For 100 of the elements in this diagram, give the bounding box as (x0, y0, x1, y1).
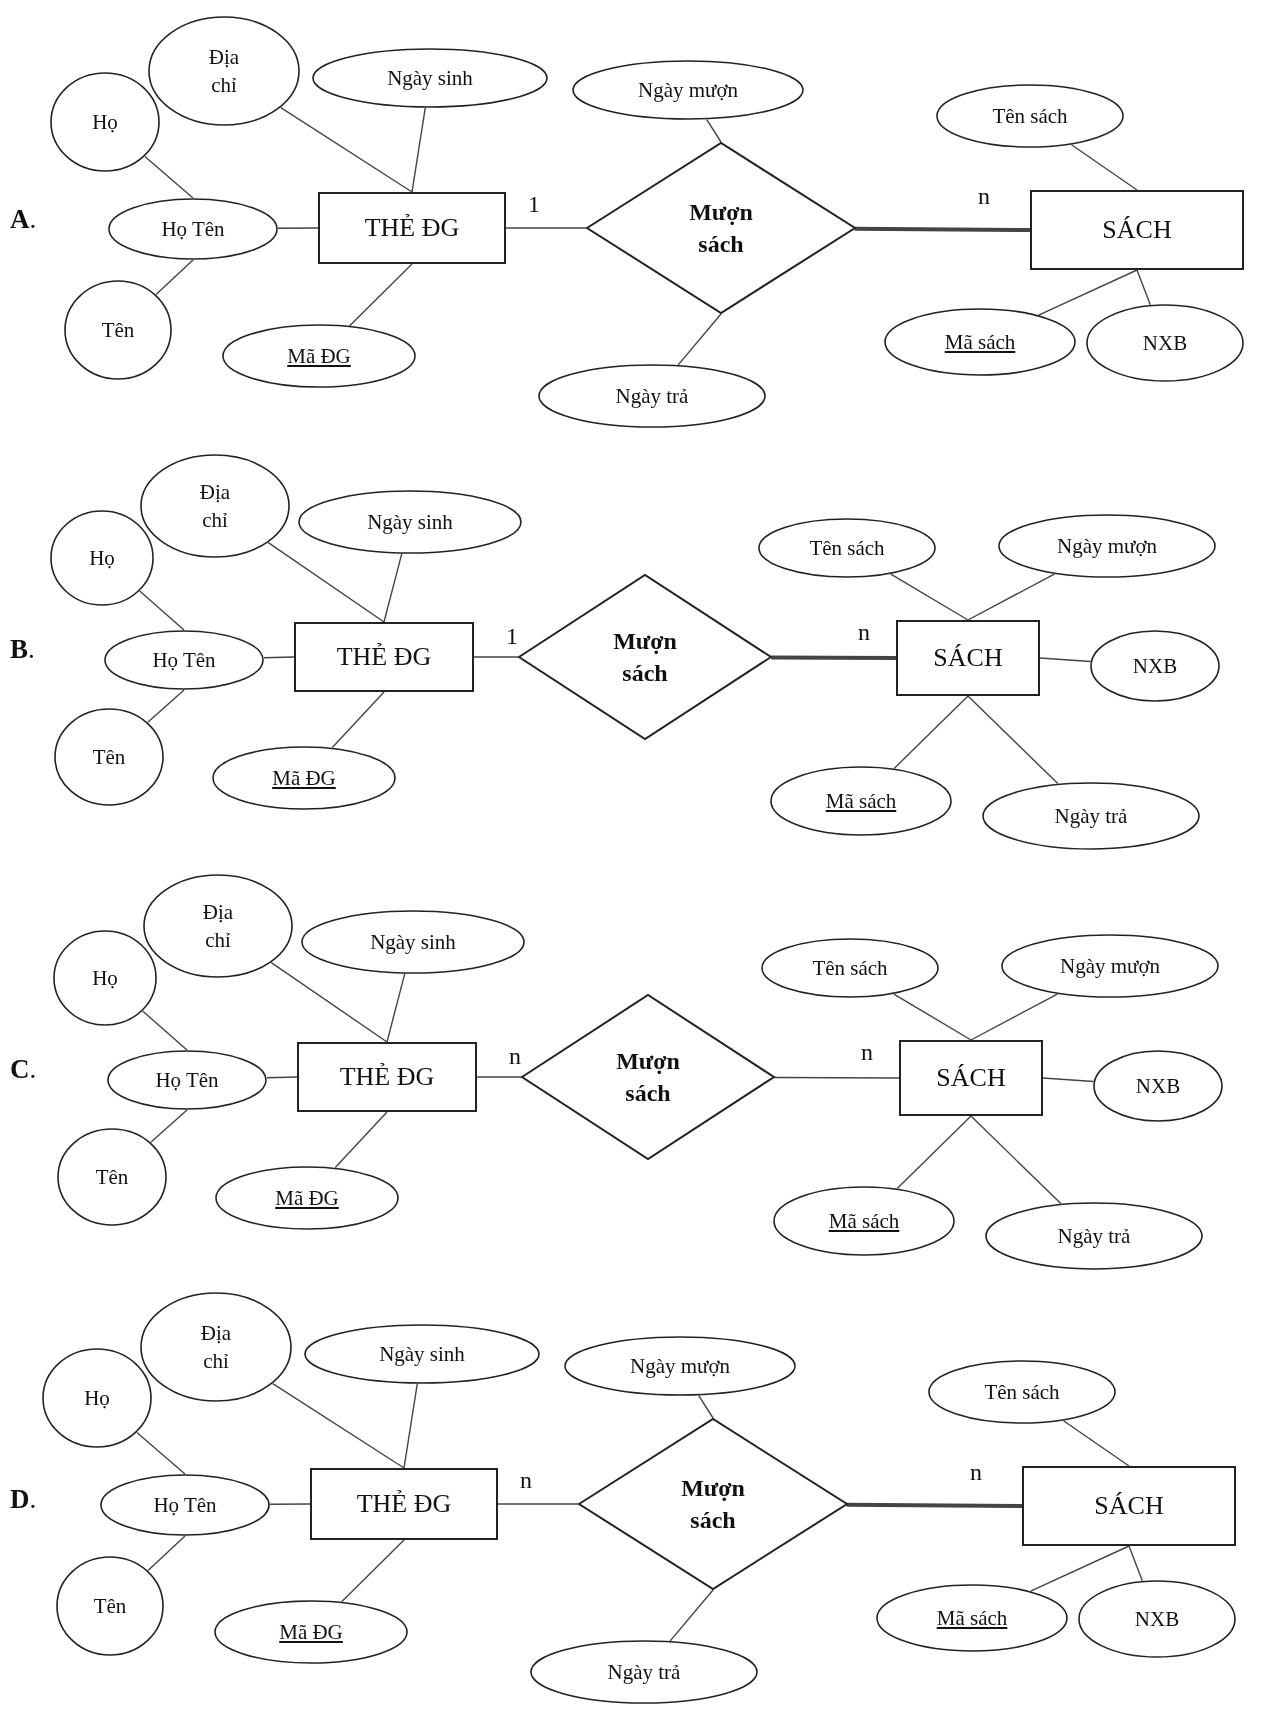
connector-line (280, 106, 413, 193)
attribute-ellipse (215, 1166, 399, 1230)
attribute-label: Mã ĐG (272, 764, 336, 792)
connector-line (277, 227, 319, 229)
connector-line (142, 1010, 188, 1051)
attribute-ellipse (104, 630, 264, 690)
attribute-ellipse (998, 514, 1216, 578)
attribute-label: Họ (92, 964, 118, 992)
attribute-label: NXB (1132, 652, 1178, 680)
attribute-ellipse (107, 1050, 267, 1110)
cardinality-label: n (509, 1044, 521, 1068)
entity-label: SÁCH (1094, 1490, 1164, 1523)
connector-line (893, 695, 969, 770)
attribute-label: Họ (92, 108, 118, 136)
connector-line (1136, 269, 1151, 306)
attribute-ellipse (212, 746, 396, 810)
attribute-label: Địa chỉ (207, 43, 241, 99)
attribute-ellipse (53, 930, 157, 1026)
attribute-label: Ngày trả (1057, 1222, 1131, 1250)
attribute-label: Mã sách (825, 787, 897, 815)
connector-line (896, 1115, 972, 1190)
attribute-label: NXB (1134, 1605, 1180, 1633)
relationship-diamond (586, 142, 856, 314)
attribute-ellipse (140, 454, 290, 558)
attribute-ellipse (1001, 934, 1219, 998)
attribute-ellipse (57, 1128, 167, 1226)
attribute-label: Ngày mượn (629, 1352, 731, 1380)
attribute-ellipse (301, 910, 525, 974)
attribute-ellipse (42, 1348, 152, 1448)
attribute-label: Ngày trả (1054, 802, 1128, 830)
attribute-label: Tên (95, 1163, 129, 1191)
attribute-ellipse (304, 1324, 540, 1384)
connector-line (136, 1431, 186, 1475)
attribute-ellipse (758, 518, 936, 578)
relationship-diamond (578, 1418, 848, 1590)
thick-connector-line (846, 1502, 1022, 1508)
connector-line (155, 259, 194, 296)
attribute-label: Ngày trả (615, 382, 689, 410)
attribute-label: Ngày mượn (1056, 532, 1158, 560)
relationship-diamond (518, 574, 772, 740)
connector-line (147, 689, 185, 723)
attribute-label: Tên sách (984, 1378, 1060, 1406)
entity-label: THẺ ĐG (336, 641, 432, 674)
attribute-ellipse (770, 766, 952, 836)
relationship-label: Mượn sách (615, 1046, 681, 1108)
relationship-label: Mượn sách (612, 626, 678, 688)
attribute-label: Địa chỉ (198, 478, 232, 534)
attribute-ellipse (140, 1292, 292, 1402)
entity-box (297, 1042, 477, 1112)
attribute-label: NXB (1142, 329, 1188, 357)
connector-line (505, 227, 587, 229)
connector-line (970, 993, 1059, 1041)
connector-line (331, 691, 385, 749)
entity-box (310, 1468, 498, 1540)
attribute-label: Mã ĐG (275, 1184, 339, 1212)
connector-line (1030, 1545, 1130, 1592)
connector-line (383, 553, 403, 623)
connector-line (272, 1382, 405, 1469)
attribute-ellipse (64, 280, 172, 380)
attribute-label: Ngày sinh (370, 928, 456, 956)
connector-line (270, 961, 388, 1043)
attribute-label: Tên (93, 1592, 127, 1620)
connector-line (1062, 1420, 1130, 1467)
attribute-label: Họ Tên (152, 646, 216, 674)
attribute-label: Ngày sinh (387, 64, 473, 92)
connector-line (970, 1115, 1062, 1205)
option-letter: B. (10, 636, 35, 663)
attribute-ellipse (312, 48, 548, 108)
connector-line (1070, 144, 1138, 191)
cardinality-label: n (978, 184, 990, 208)
thick-connector-line (854, 226, 1030, 232)
attribute-label: Tên (92, 743, 126, 771)
connector-line (890, 573, 969, 621)
attribute-label: Mã sách (828, 1207, 900, 1235)
attribute-ellipse (143, 874, 293, 978)
attribute-ellipse (982, 782, 1200, 850)
attribute-label: Họ Tên (161, 215, 225, 243)
attribute-label: Tên sách (809, 534, 885, 562)
attribute-ellipse (298, 490, 522, 554)
connector-line (669, 1589, 714, 1642)
attribute-ellipse (50, 72, 160, 172)
attribute-ellipse (928, 1360, 1116, 1424)
entity-label: THẺ ĐG (339, 1061, 435, 1094)
attribute-label: Địa chỉ (199, 1319, 233, 1375)
attribute-ellipse (1086, 304, 1244, 382)
option-letter: A. (10, 206, 37, 233)
connector-line (269, 1503, 311, 1505)
attribute-ellipse (148, 16, 300, 126)
attribute-ellipse (876, 1584, 1068, 1652)
attribute-ellipse (100, 1474, 270, 1536)
connector-line (1038, 269, 1138, 316)
attribute-label: NXB (1135, 1072, 1181, 1100)
cardinality-label: 1 (506, 624, 518, 648)
attribute-ellipse (936, 84, 1124, 148)
attribute-label: Họ Tên (155, 1066, 219, 1094)
attribute-label: Ngày sinh (379, 1340, 465, 1368)
connector-line (1128, 1545, 1143, 1582)
attribute-ellipse (884, 308, 1076, 376)
relationship-label: Mượn sách (680, 1473, 746, 1535)
connector-line (144, 155, 194, 199)
